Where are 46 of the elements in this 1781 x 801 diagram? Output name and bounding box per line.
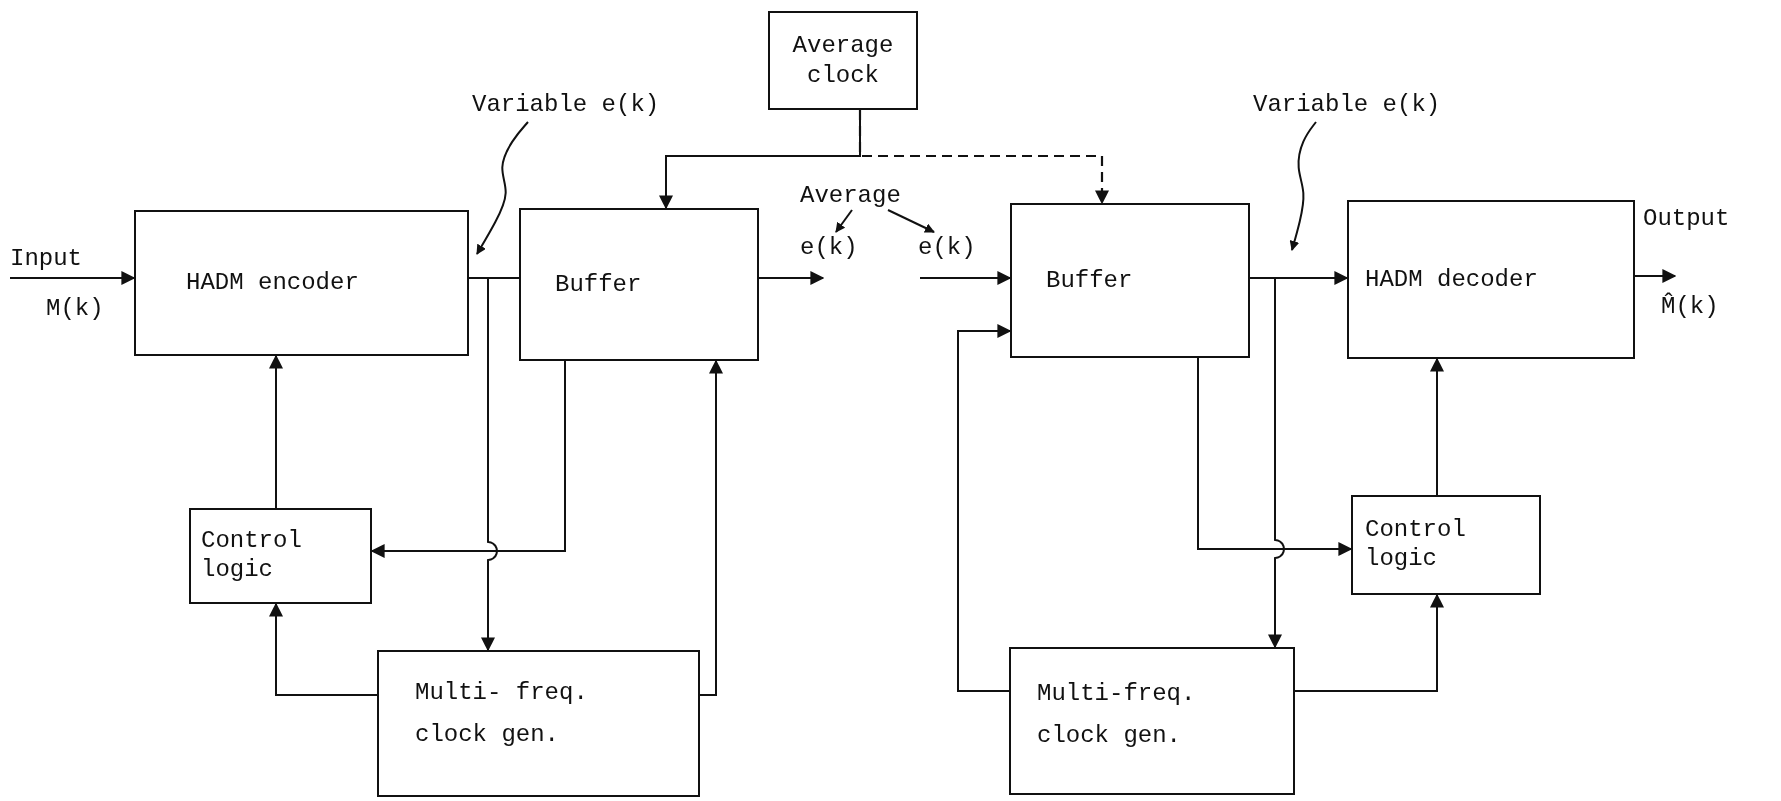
signal-label: M̂(k) [1661,292,1719,322]
block-box [1351,495,1541,595]
block-label: Multi-freq. clock gen. [1037,679,1197,751]
arrow [1294,593,1444,692]
arrow [468,277,498,652]
signal-label: M(k) [46,294,104,324]
arrow [758,271,825,285]
block-label: HADM decoder [1365,264,1539,295]
arrow [1249,277,1285,649]
arrow [1634,269,1677,283]
signal-label: Input [10,244,82,274]
block-label: Control logic [1365,516,1467,574]
block-label: Average clock [791,30,895,91]
signal-label: Average [800,180,930,210]
block-box [1009,647,1295,795]
arrow [9,271,136,285]
arrow [1430,357,1444,496]
block-box [768,11,918,110]
signal-label: Variable e(k) [472,86,742,122]
block-label: Control logic [201,527,303,585]
block-label: Buffer [555,269,643,300]
arrow [858,110,1109,205]
arrow [835,209,853,233]
arrow [1197,357,1353,556]
block-label: Buffer [1046,265,1134,296]
block-box [134,210,469,356]
block-label: HADM encoder [186,268,360,298]
signal-label: e(k) [918,232,982,262]
block-box [519,208,759,361]
arrow [370,360,566,558]
signal-label: Variable e(k) [1253,86,1523,122]
arrow [269,354,283,509]
arrow [919,271,1012,285]
block-box [377,650,700,797]
block-box [1010,203,1250,358]
arrow [699,359,723,696]
block-box [1347,200,1635,359]
signal-label: e(k) [800,232,864,262]
arrow [957,324,1012,692]
arrow [269,602,378,696]
signal-label: Output [1643,204,1730,234]
block-box [189,508,372,604]
leader-line [476,121,529,255]
block-label: Multi- freq. clock gen. [415,678,589,750]
arrow [887,209,935,233]
leader-line [1289,121,1317,251]
